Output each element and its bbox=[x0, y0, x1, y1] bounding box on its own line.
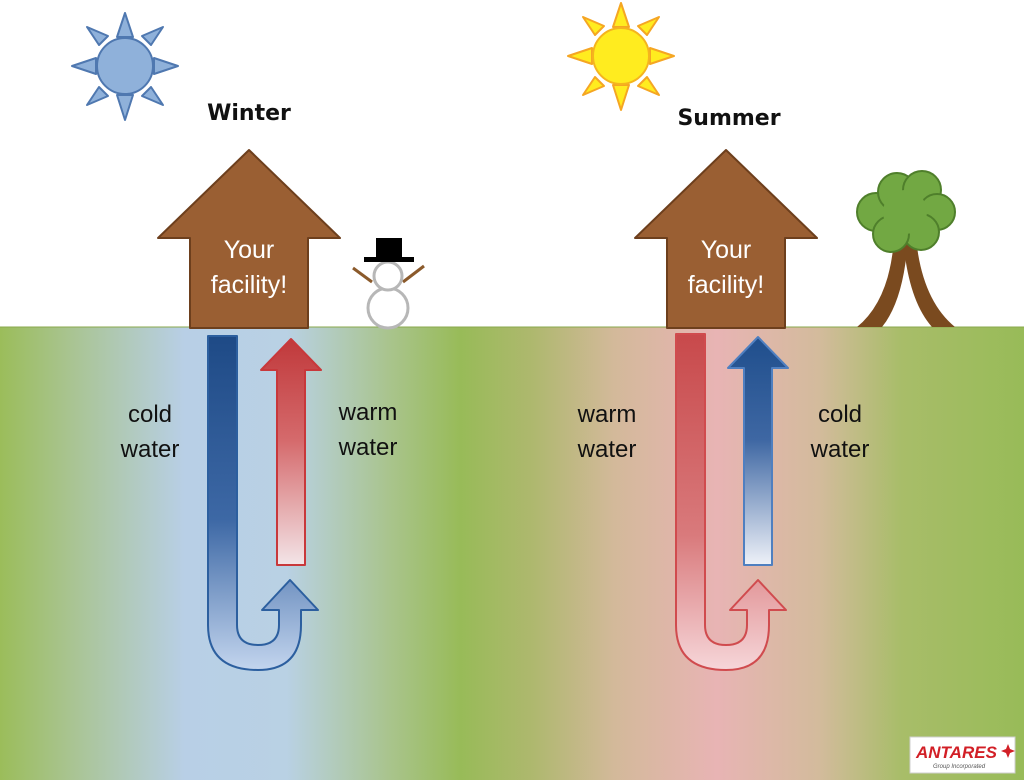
summer-cold-arrow bbox=[727, 336, 789, 566]
ground bbox=[0, 327, 1024, 780]
blue-sun-icon bbox=[71, 12, 179, 121]
summer-water-loop bbox=[675, 333, 789, 671]
summer-house-label-line2: facility! bbox=[688, 271, 764, 299]
summer-house-label-line1: Your bbox=[701, 236, 752, 264]
summer-right-label-line1: cold bbox=[818, 401, 862, 428]
tree-icon bbox=[856, 170, 956, 327]
winter-water-loop bbox=[207, 335, 322, 671]
winter-house-label-line2: facility! bbox=[211, 271, 287, 299]
logo-subtitle: Group Incorporated bbox=[933, 764, 986, 770]
winter-right-label-line1: warm bbox=[338, 399, 398, 426]
winter-house-label-line1: Your bbox=[224, 236, 275, 264]
summer-house-icon: Your facility! bbox=[634, 149, 818, 329]
summer-left-label-line1: warm bbox=[577, 401, 637, 428]
winter-left-label-line2: water bbox=[120, 436, 180, 463]
winter-left-label-line1: cold bbox=[128, 401, 172, 428]
snowman-icon bbox=[352, 238, 425, 330]
summer-warm-pipe bbox=[675, 333, 787, 671]
antares-logo: ANTARES Group Incorporated bbox=[909, 736, 1016, 774]
summer-left-label-line2: water bbox=[577, 436, 637, 463]
logo-name: ANTARES bbox=[915, 743, 998, 762]
winter-cold-pipe bbox=[207, 335, 319, 671]
summer-right-label-line2: water bbox=[810, 436, 870, 463]
winter-right-label-line2: water bbox=[338, 434, 398, 461]
winter-warm-arrow bbox=[260, 338, 322, 566]
yellow-sun-icon bbox=[567, 2, 675, 111]
logo-star-icon bbox=[1001, 744, 1015, 758]
summer-title: Summer bbox=[677, 106, 780, 131]
winter-title: Winter bbox=[207, 101, 291, 126]
winter-house-icon: Your facility! bbox=[157, 149, 341, 329]
